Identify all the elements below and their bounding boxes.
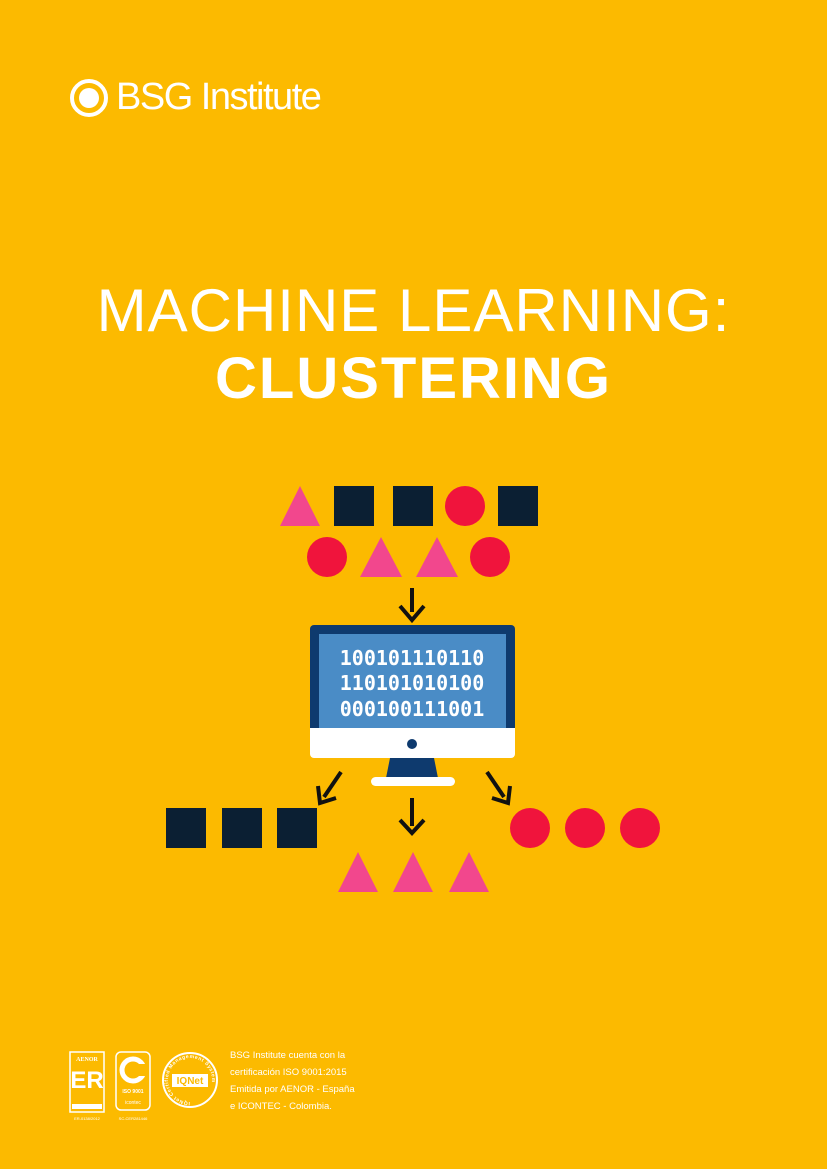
binary-line: 110101010100 <box>340 671 485 695</box>
iqnet-badge: IQNet Certified Management System IQNet <box>162 1052 218 1108</box>
circle-shape <box>510 808 550 848</box>
arrow-down-icon <box>398 798 426 836</box>
cert-line: BSG Institute cuenta con la <box>230 1050 346 1061</box>
svg-text:SC-CER281446: SC-CER281446 <box>119 1116 148 1121</box>
certification-text: BSG Institute cuenta con la certificació… <box>230 1047 355 1115</box>
title-line-2: CLUSTERING <box>215 346 612 411</box>
circle-shape <box>307 537 347 577</box>
icontec-badge: ISO 9001 icontec SC-CER281446 <box>115 1051 151 1121</box>
square-shape <box>498 486 538 526</box>
logo-text: BSG Institute <box>116 76 322 118</box>
cert-line: certificación ISO 9001:2015 <box>230 1067 347 1078</box>
circle-shape <box>445 486 485 526</box>
logo-icon <box>70 79 108 117</box>
cert-line: Emitida por AENOR - España <box>230 1084 355 1095</box>
svg-text:IQNet: IQNet <box>177 1076 204 1087</box>
certification-badges: AENOR ER ER-0138/2012 ISO 9001 icontec S… <box>69 1051 218 1121</box>
arrow-down-left-icon <box>316 770 343 806</box>
square-shape <box>334 486 374 526</box>
svg-text:ER-0138/2012: ER-0138/2012 <box>74 1116 101 1121</box>
binary-line: 100101110110 <box>340 646 485 670</box>
svg-text:ISO 9001: ISO 9001 <box>122 1089 143 1095</box>
circle-shape <box>470 537 510 577</box>
square-shape <box>393 486 433 526</box>
triangle-shape <box>360 537 402 577</box>
aenor-badge: AENOR ER ER-0138/2012 <box>69 1051 105 1121</box>
cert-line: e ICONTEC - Colombia. <box>230 1101 332 1112</box>
monitor-icon <box>310 625 515 786</box>
circle-shape <box>565 808 605 848</box>
triangle-shape <box>449 852 489 892</box>
square-shape <box>277 808 317 848</box>
square-shape <box>222 808 262 848</box>
svg-text:AENOR: AENOR <box>76 1057 98 1063</box>
binary-line: 000100111001 <box>340 697 485 721</box>
triangle-shape <box>416 537 458 577</box>
square-shape <box>166 808 206 848</box>
title-line-1: MACHINE LEARNING: <box>96 277 731 344</box>
triangle-shape <box>280 486 320 526</box>
triangle-shape <box>338 852 378 892</box>
circle-shape <box>620 808 660 848</box>
svg-text:ER: ER <box>70 1067 103 1094</box>
arrow-down-right-icon <box>485 770 512 806</box>
svg-text:icontec: icontec <box>125 1100 141 1106</box>
triangle-shape <box>393 852 433 892</box>
arrow-down-icon <box>398 588 426 624</box>
